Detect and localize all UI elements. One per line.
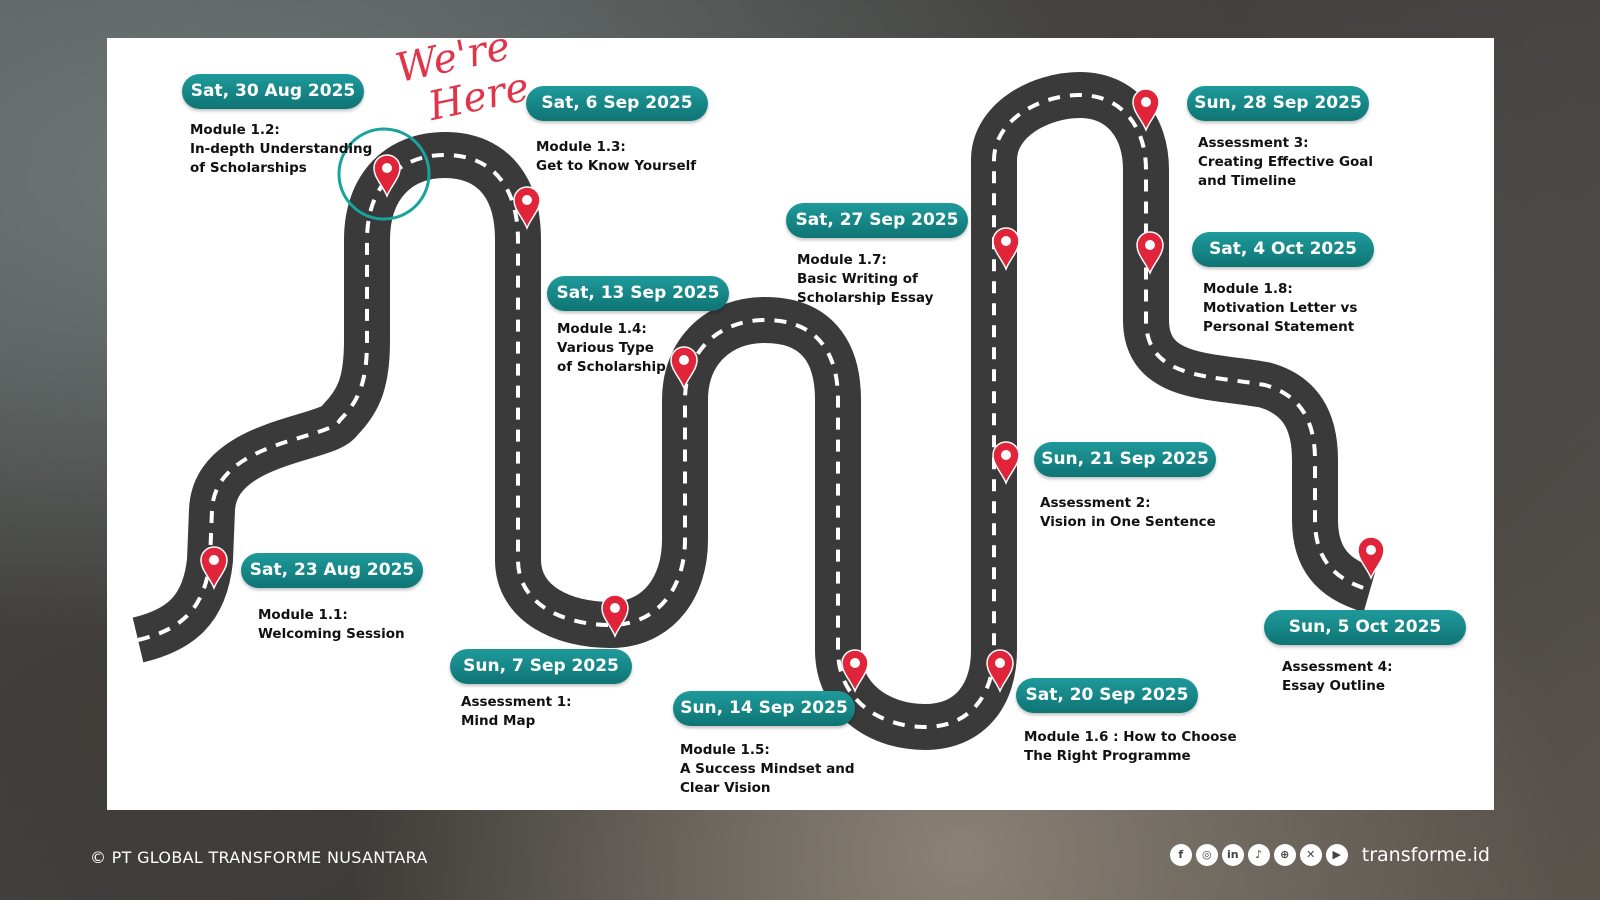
date-pill: Sun, 7 Sep 2025: [450, 649, 632, 684]
milestone-line: of Scholarships: [190, 160, 307, 176]
copyright-text: © PT GLOBAL TRANSFORME NUSANTARA: [90, 848, 428, 867]
milestone-line: Creating Effective Goal: [1198, 154, 1374, 170]
date-pill: Sat, 27 Sep 2025: [786, 203, 968, 238]
tiktok-icon[interactable]: ♪: [1247, 844, 1270, 866]
milestone-description: Module 1.5: A Success Mindset and Clear …: [680, 741, 854, 798]
date-pill: Sun, 5 Oct 2025: [1264, 610, 1466, 645]
milestone-line: A Success Mindset and: [680, 761, 855, 777]
milestone-line: Mind Map: [461, 713, 536, 729]
milestone-description: Module 1.6 : How to Choose The Right Pro…: [1024, 728, 1237, 766]
milestone-description: Assessment 4: Essay Outline: [1282, 658, 1393, 696]
date-pill: Sat, 6 Sep 2025: [526, 86, 708, 121]
milestone-line: Get to Know Yourself: [536, 158, 697, 174]
website-link[interactable]: transforme.id: [1361, 844, 1490, 866]
milestone-title: Assessment 4:: [1282, 659, 1393, 675]
milestone-description: Module 1.7: Basic Writing of Scholarship…: [797, 251, 933, 308]
milestone-line: of Scholarship: [557, 359, 666, 375]
milestone-title: Module 1.8:: [1203, 281, 1293, 297]
milestone-title: Module 1.5:: [680, 742, 770, 758]
milestone-description: Assessment 1: Mind Map: [461, 693, 572, 731]
milestone-description: Assessment 2: Vision in One Sentence: [1040, 494, 1216, 532]
footer-links: f ◎ in ♪ ⊕ ✕ ▶ transforme.id: [1169, 844, 1490, 866]
milestone-title: Module 1.3:: [536, 139, 626, 155]
milestone-line: The Right Programme: [1024, 748, 1191, 764]
milestone-line: Personal Statement: [1203, 319, 1355, 335]
date-pill: Sat, 13 Sep 2025: [547, 276, 729, 311]
globe-icon[interactable]: ⊕: [1273, 844, 1296, 866]
milestone-line: Welcoming Session: [258, 626, 405, 642]
milestone-title: Assessment 1:: [461, 694, 572, 710]
milestone-line: In-depth Understanding: [190, 141, 373, 157]
milestone-title: Module 1.1:: [258, 607, 348, 623]
milestone-line: Vision in One Sentence: [1040, 514, 1216, 530]
milestone-title: Module 1.2:: [190, 122, 280, 138]
milestone-description: Module 1.2: In-depth Understanding of Sc…: [190, 121, 372, 178]
milestone-title-row: Module 1.6 : How to Choose: [1024, 728, 1237, 747]
milestone-line: Essay Outline: [1282, 678, 1386, 694]
milestone-title: Assessment 3:: [1198, 135, 1309, 151]
milestone-line: and Timeline: [1198, 173, 1297, 189]
milestone-title: Module 1.4:: [557, 321, 647, 337]
milestone-description: Module 1.3: Get to Know Yourself: [536, 138, 696, 176]
date-pill: Sun, 28 Sep 2025: [1187, 86, 1369, 121]
x-icon[interactable]: ✕: [1299, 844, 1322, 866]
milestone-title: Module 1.7:: [797, 252, 887, 268]
date-pill: Sat, 4 Oct 2025: [1192, 232, 1374, 267]
facebook-icon[interactable]: f: [1169, 844, 1192, 866]
milestone-description: Module 1.4: Various Type of Scholarship: [557, 320, 666, 377]
date-pill: Sun, 21 Sep 2025: [1034, 442, 1216, 477]
milestone-description: Module 1.1: Welcoming Session: [258, 606, 405, 644]
milestone-title: Assessment 2:: [1040, 495, 1151, 511]
milestone-line: Various Type: [557, 340, 654, 356]
milestone-title: Module 1.6: [1024, 729, 1109, 745]
milestone-line: Clear Vision: [680, 780, 771, 796]
milestone-description: Assessment 3: Creating Effective Goal an…: [1198, 134, 1373, 191]
date-pill: Sat, 30 Aug 2025: [182, 74, 364, 109]
linkedin-icon[interactable]: in: [1221, 844, 1244, 866]
date-pill: Sat, 20 Sep 2025: [1016, 678, 1198, 713]
youtube-icon[interactable]: ▶: [1325, 844, 1348, 866]
milestone-line: Motivation Letter vs: [1203, 300, 1358, 316]
milestone-description: Module 1.8: Motivation Letter vs Persona…: [1203, 280, 1357, 337]
instagram-icon[interactable]: ◎: [1195, 844, 1218, 866]
milestone-line: Scholarship Essay: [797, 290, 934, 306]
milestone-title-suffix: : How to Choose: [1108, 729, 1237, 745]
date-pill: Sat, 23 Aug 2025: [241, 553, 423, 588]
milestone-line: Basic Writing of: [797, 271, 918, 287]
date-pill: Sun, 14 Sep 2025: [673, 691, 855, 726]
